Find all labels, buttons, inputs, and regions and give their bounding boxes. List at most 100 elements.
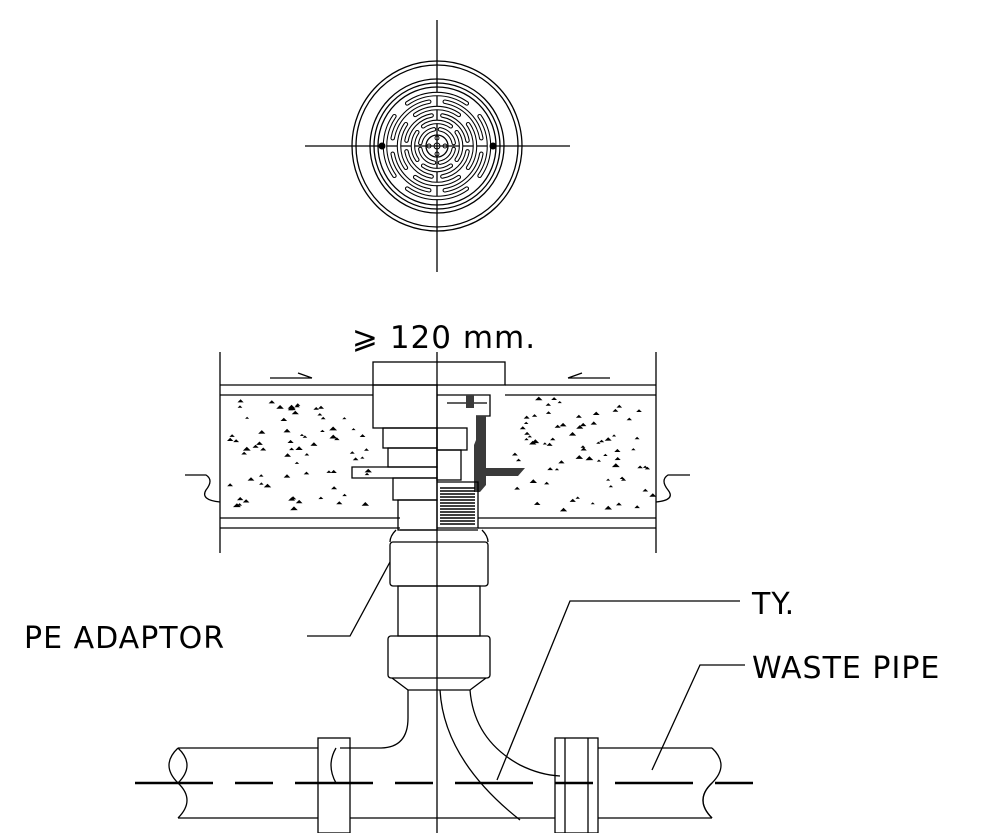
grating-slot	[440, 113, 470, 143]
aggregate-particle	[606, 478, 611, 481]
aggregate-particle	[227, 483, 234, 487]
grating-slot-opening	[478, 115, 491, 177]
ty-branch-outer-left	[340, 690, 409, 749]
dimension-label: ⩾ 120 mm.	[352, 320, 536, 356]
aggregate-particle	[242, 446, 251, 451]
aggregate-particle	[637, 465, 643, 469]
waterproof-flange-left	[351, 466, 438, 479]
waste-pipe-label: WASTE PIPE	[752, 651, 940, 686]
aggregate-particle	[631, 448, 636, 451]
aggregate-particle	[342, 417, 347, 420]
grating-slot-opening	[443, 152, 483, 192]
aggregate-particle	[580, 445, 586, 448]
aggregate-particle	[364, 448, 369, 451]
aggregate-particle	[283, 428, 291, 433]
aggregate-particle	[360, 456, 365, 459]
aggregate-particle	[524, 438, 529, 441]
drain-grating-section	[437, 394, 491, 417]
aggregate-particle	[260, 447, 267, 451]
aggregate-particle	[534, 501, 541, 505]
adaptor-neck	[389, 529, 489, 543]
aggregate-particle	[634, 505, 640, 509]
aggregate-particle	[569, 498, 576, 502]
aggregate-particle	[644, 466, 651, 470]
aggregate-particle	[233, 503, 241, 508]
aggregate-particle	[336, 501, 343, 505]
aggregate-particle	[580, 447, 587, 451]
aggregate-particle	[612, 408, 619, 412]
outer-rim-circle	[351, 60, 523, 232]
aggregate-particle	[523, 421, 529, 424]
aggregate-particle	[268, 400, 276, 404]
aggregate-particle	[523, 415, 530, 419]
aggregate-particle	[290, 506, 298, 511]
hub-bolt-left	[426, 143, 432, 149]
coupling-left-curve	[330, 747, 337, 784]
aggregate-particle	[313, 407, 320, 410]
pipe-break-right-b	[702, 782, 713, 819]
aggregate-particle	[596, 459, 602, 462]
outlet-thread-section	[440, 487, 475, 525]
aggregate-particle	[329, 426, 338, 431]
break-line-right	[655, 474, 690, 503]
flange-section	[486, 468, 525, 476]
aggregate-particle	[291, 410, 299, 415]
aggregate-particle	[295, 499, 303, 504]
aggregate-particle	[514, 486, 521, 490]
grating-slot-opening	[405, 114, 433, 142]
grating-slot-opening	[391, 100, 431, 140]
aggregate-particle	[626, 417, 632, 421]
aggregate-particle	[611, 463, 620, 468]
aggregate-particle	[287, 439, 294, 443]
aggregate-particle	[642, 488, 649, 492]
fixing-screw-right	[489, 142, 497, 150]
center-hole	[433, 142, 441, 150]
aggregate-particle	[531, 414, 538, 417]
fixing-screw-left	[378, 142, 386, 150]
grating-slot-opening	[438, 128, 455, 145]
pe-adaptor-and-piping	[135, 352, 768, 833]
grating-inner-ring	[373, 82, 501, 210]
aggregate-particle	[326, 470, 332, 473]
aggregate-particle	[237, 405, 243, 408]
aggregate-particle	[342, 493, 347, 497]
aggregate-particle	[529, 479, 538, 484]
aggregate-particle	[531, 439, 540, 444]
grating-slot-opening	[422, 164, 452, 172]
aggregate-particle	[329, 434, 338, 439]
floor-slab-section	[185, 352, 690, 553]
aggregate-particle	[318, 496, 324, 500]
ty-label: TY.	[751, 587, 795, 622]
aggregate-particle	[287, 404, 296, 409]
grating-slot-opening	[397, 123, 408, 169]
aggregate-particle	[302, 435, 308, 438]
aggregate-particle	[245, 416, 250, 419]
grating-slot-opening	[441, 114, 469, 142]
drain-body-left-mid	[387, 447, 438, 468]
drain-body-section	[351, 361, 525, 531]
grating-slot-opening	[391, 152, 431, 192]
aggregate-particle	[276, 405, 284, 409]
pipe-coupling-right	[554, 737, 599, 833]
aggregate-particle	[554, 468, 560, 471]
grating-slot-opening	[406, 92, 468, 105]
break-line-left	[185, 474, 221, 503]
aggregate-particle	[585, 456, 594, 461]
aggregate-particle	[527, 435, 533, 438]
aggregate-particle	[284, 453, 292, 457]
aggregate-particle	[604, 437, 612, 441]
adaptor-coupling-lower	[387, 635, 491, 679]
aggregate-particle	[614, 448, 621, 453]
grating-clip-section	[466, 395, 474, 408]
aggregate-particle	[642, 465, 648, 468]
aggregate-particle	[619, 476, 625, 480]
aggregate-particle	[516, 458, 522, 462]
aggregate-particle	[634, 436, 640, 440]
aggregate-particle	[256, 441, 263, 445]
aggregate-particle	[542, 442, 547, 445]
aggregate-particle	[568, 432, 577, 436]
aggregate-particle	[603, 453, 608, 456]
aggregate-particle	[294, 404, 300, 408]
pipe-coupling-left	[317, 737, 351, 833]
